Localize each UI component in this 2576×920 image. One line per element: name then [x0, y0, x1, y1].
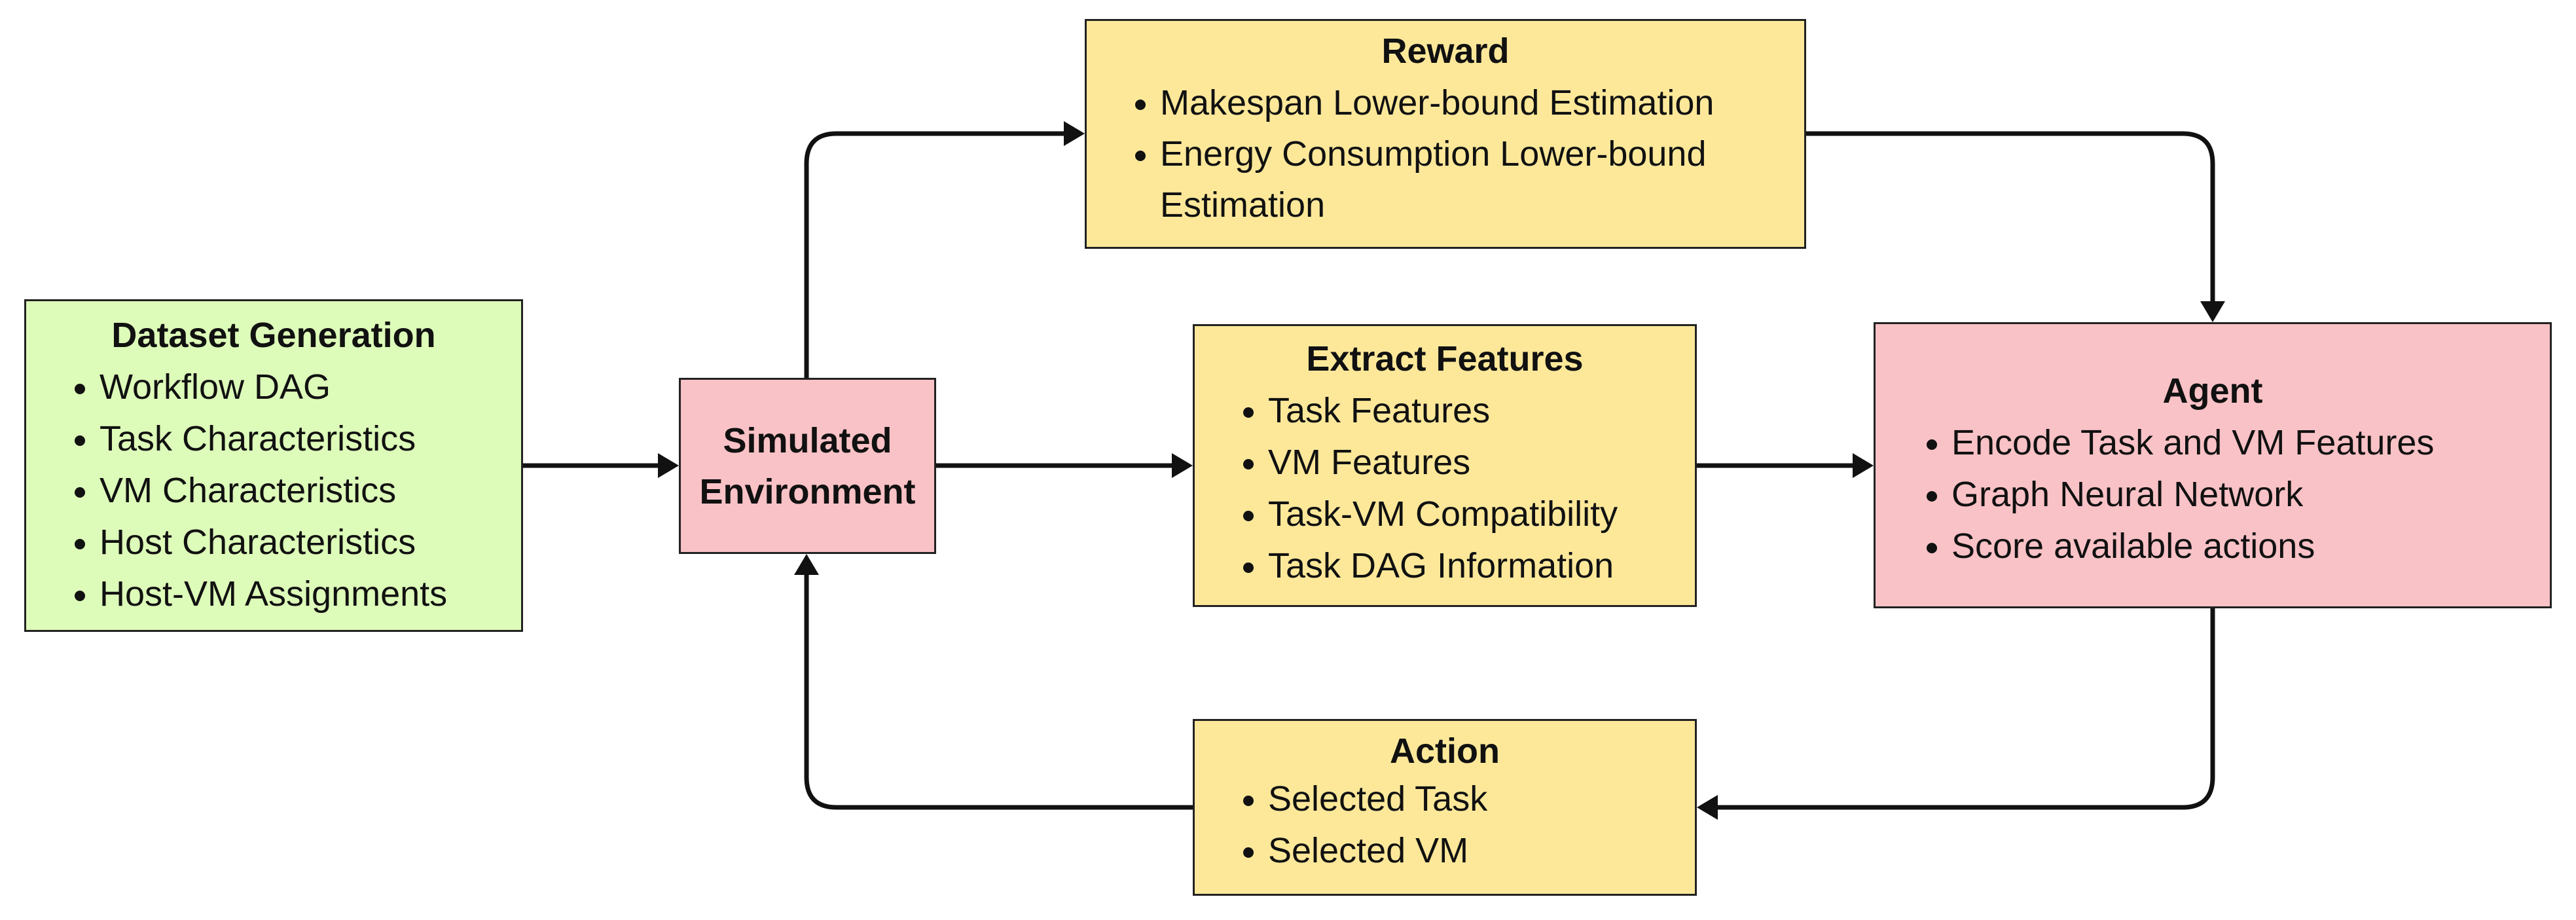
arrowhead-agent-left — [1853, 453, 1874, 478]
list-item: Makespan Lower-bound Estimation — [1113, 77, 1804, 128]
arrowhead-features-left — [1172, 453, 1193, 478]
list-item-label: Score available actions — [1951, 526, 2315, 566]
bullet-icon — [75, 591, 85, 601]
list-item-label: Workflow DAG — [100, 367, 331, 407]
arrowhead-simenv-left — [658, 453, 679, 478]
bullet-icon — [75, 384, 85, 394]
arrowhead-action-right — [1697, 795, 1718, 820]
edge-simenv-to-reward — [804, 131, 1067, 378]
list-item-label: Makespan Lower-bound Estimation — [1160, 83, 1714, 122]
list-item: Selected VM — [1221, 825, 1695, 877]
edge-reward-to-agent — [1806, 131, 2215, 304]
bullet-icon — [1243, 407, 1254, 418]
arrowhead-reward-left — [1064, 121, 1085, 146]
action-list: Selected Task Selected VM — [1221, 773, 1695, 877]
edge-agent-to-action — [1714, 608, 2215, 810]
list-item-label: Task-VM Compatibility — [1268, 494, 1618, 534]
simulated-environment-title-line2: Environment — [699, 471, 916, 511]
list-item: Host Characteristics — [52, 517, 521, 568]
list-item: Score available actions — [1904, 521, 2550, 572]
action-title: Action — [1390, 731, 1500, 771]
list-item: Task Features — [1221, 385, 1695, 437]
reward-box: Reward Makespan Lower-bound Estimation E… — [1085, 19, 1806, 249]
agent-list: Encode Task and VM Features Graph Neural… — [1904, 417, 2550, 572]
dataset-generation-title: Dataset Generation — [111, 316, 436, 355]
bullet-icon — [1243, 796, 1254, 806]
list-item: Task DAG Information — [1221, 540, 1695, 592]
list-item: Encode Task and VM Features — [1904, 417, 2550, 469]
dataset-generation-box: Dataset Generation Workflow DAG Task Cha… — [24, 299, 523, 632]
list-item-label: Host-VM Assignments — [100, 574, 448, 614]
simulated-environment-title-line1: Simulated — [723, 420, 892, 460]
list-item-label: Energy Consumption Lower-bound — [1160, 134, 1707, 174]
list-item-label: Task DAG Information — [1268, 546, 1614, 585]
dataset-generation-list: Workflow DAG Task Characteristics VM Cha… — [52, 361, 521, 620]
list-item: Task-VM Compatibility — [1221, 488, 1695, 540]
list-item: VM Features — [1221, 437, 1695, 488]
edge-action-to-simenv — [804, 572, 1193, 810]
extract-features-title: Extract Features — [1306, 339, 1584, 378]
extract-features-list: Task Features VM Features Task-VM Compat… — [1221, 385, 1695, 592]
list-item: Workflow DAG — [52, 361, 521, 413]
bullet-icon — [1135, 100, 1146, 110]
bullet-icon — [1927, 491, 1937, 502]
list-item-label: Task Features — [1268, 391, 1491, 430]
list-item-label: Encode Task and VM Features — [1951, 423, 2435, 462]
reward-title: Reward — [1381, 31, 1510, 71]
bullet-icon — [1243, 847, 1254, 858]
list-item-label: Graph Neural Network — [1951, 475, 2304, 514]
arrowhead-simenv-bottom — [794, 554, 819, 575]
reward-list: Makespan Lower-bound Estimation Energy C… — [1113, 77, 1804, 230]
list-item-label: Host Characteristics — [100, 523, 416, 562]
action-box: Action Selected Task Selected VM — [1193, 719, 1697, 896]
list-item-continuation: Estimation — [1113, 179, 1804, 230]
arrowhead-agent-top — [2200, 301, 2225, 322]
list-item-label: Selected Task — [1268, 779, 1488, 819]
list-item-label: VM Characteristics — [100, 471, 397, 510]
bullet-icon — [1927, 439, 1937, 450]
simulated-environment-title: Simulated Environment — [699, 415, 915, 517]
bullet-icon — [1243, 511, 1254, 521]
list-item-label: Selected VM — [1268, 831, 1469, 870]
agent-box: Agent Encode Task and VM Features Graph … — [1874, 322, 2552, 608]
list-item-label: VM Features — [1268, 443, 1471, 482]
bullet-icon — [75, 435, 85, 446]
extract-features-box: Extract Features Task Features VM Featur… — [1193, 324, 1697, 607]
list-item: Energy Consumption Lower-bound — [1113, 128, 1804, 179]
bullet-icon — [1135, 151, 1146, 161]
list-item: VM Characteristics — [52, 465, 521, 517]
bullet-icon — [75, 487, 85, 498]
bullet-icon — [1927, 543, 1937, 553]
list-item: Host-VM Assignments — [52, 568, 521, 620]
list-item-label: Estimation — [1160, 185, 1326, 225]
list-item: Selected Task — [1221, 773, 1695, 825]
bullet-icon — [1243, 562, 1254, 573]
list-item-label: Task Characteristics — [100, 419, 416, 458]
agent-title: Agent — [2162, 371, 2263, 411]
list-item: Task Characteristics — [52, 413, 521, 465]
simulated-environment-box: Simulated Environment — [679, 378, 936, 554]
bullet-icon — [75, 539, 85, 549]
list-item: Graph Neural Network — [1904, 469, 2550, 521]
bullet-icon — [1243, 459, 1254, 469]
